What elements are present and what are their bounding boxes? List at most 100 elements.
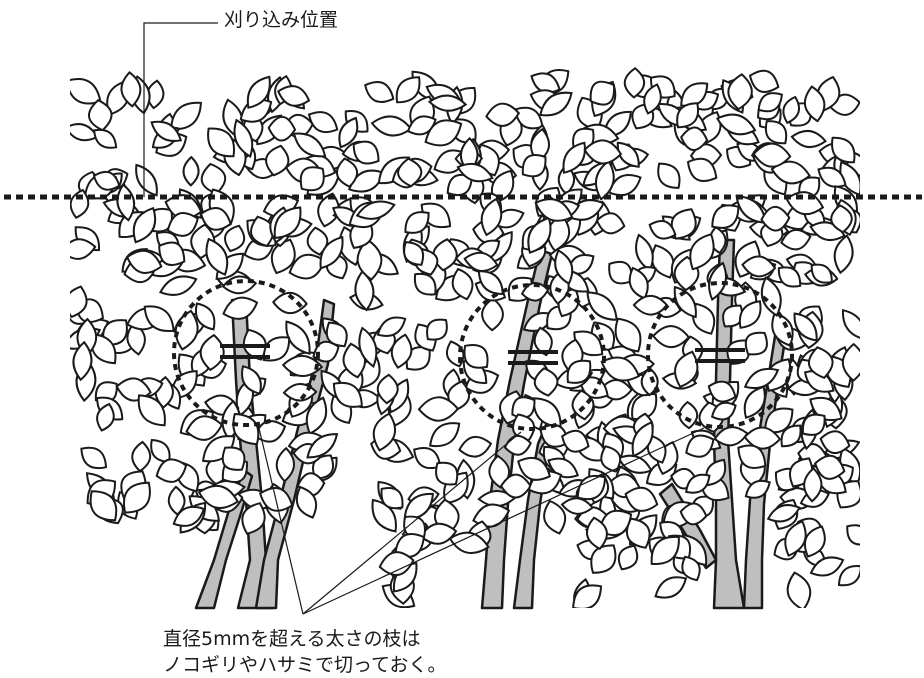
leaf-icon	[199, 333, 225, 372]
leaf-icon	[738, 300, 762, 329]
leaf-icon	[70, 123, 99, 142]
leaf-icon	[685, 473, 711, 494]
leaf-icon	[137, 394, 166, 427]
leaf-icon	[355, 200, 396, 220]
leaf-icon	[232, 412, 260, 446]
cut-mark-right	[695, 348, 745, 363]
leaf-icon	[760, 205, 791, 232]
leaf-icon	[589, 80, 615, 106]
leaf-icon	[676, 102, 700, 129]
leaf-icon	[743, 367, 780, 390]
leaf-icon	[737, 444, 767, 469]
leaf-icon	[686, 157, 718, 182]
leaf-icon	[583, 139, 623, 165]
leaf-icon	[561, 429, 590, 453]
leaf-icon	[801, 413, 826, 436]
leaf-icon	[222, 296, 259, 320]
leaf-icon	[707, 380, 737, 403]
leaf-icon	[352, 140, 380, 165]
leaf-icon	[517, 456, 551, 481]
leaf-icon	[837, 565, 860, 587]
leaf-icon	[451, 267, 474, 301]
leaf-icon	[643, 83, 662, 115]
leaf-icon	[831, 136, 856, 164]
cut-circle-left	[172, 279, 320, 427]
leaf-icon	[744, 331, 768, 356]
leaf-icon	[617, 454, 653, 474]
leaf-icon	[623, 67, 646, 99]
leaf-icon	[777, 266, 802, 288]
branch-note-line-2: ノコギリやハサミで切っておく。	[163, 654, 447, 676]
leaf-icon	[614, 317, 642, 353]
leaf-icon	[841, 342, 860, 382]
leaf-icon	[631, 420, 654, 458]
leaf-icon	[527, 216, 552, 254]
leaf-icon	[413, 446, 442, 470]
leaf-icon	[158, 241, 186, 266]
leaf-icon	[70, 238, 97, 260]
leaf-icon	[241, 365, 262, 395]
leaf-icon	[135, 163, 158, 197]
leaf-icon	[390, 333, 413, 369]
leaf-icon	[358, 326, 378, 368]
leaf-icon	[521, 153, 547, 178]
leaf-icon	[766, 358, 792, 392]
leaf-icon	[143, 305, 175, 332]
leaf-icon	[477, 489, 517, 508]
leaf-icon	[131, 440, 152, 473]
leaf-icon	[70, 188, 90, 219]
leaf-icon	[741, 255, 777, 278]
leaf-icon	[458, 435, 493, 458]
leaf-icon	[195, 302, 216, 331]
leaf-icon	[93, 128, 118, 149]
leaf-icon	[150, 438, 171, 463]
leaf-icon	[448, 531, 490, 555]
leaf-icon	[306, 433, 339, 459]
leaf-icon	[336, 157, 358, 188]
leaf-icon	[485, 102, 521, 127]
leaf-icon	[170, 101, 202, 131]
leaf-icon	[711, 204, 740, 229]
leaf-icon	[770, 160, 811, 185]
leaf-icon	[572, 584, 603, 608]
leaf-icon	[651, 325, 691, 349]
leaf-icon	[744, 479, 771, 499]
leaf-icon	[760, 276, 782, 317]
leaf-icon	[543, 499, 567, 535]
leaf-icon	[295, 485, 317, 519]
leaf-icon	[380, 487, 404, 510]
leaf-icon	[435, 461, 459, 486]
leaf-icon	[670, 208, 697, 240]
leaf-icon	[586, 516, 608, 551]
leaf-icon	[348, 169, 385, 193]
leaf-icon	[155, 458, 188, 483]
leaf-icon	[120, 71, 142, 108]
leaf-icon	[174, 309, 199, 351]
leaf-icon	[332, 381, 363, 408]
leaf-icon	[708, 261, 727, 302]
leaf-icon	[632, 294, 669, 316]
leaf-icon	[354, 270, 375, 312]
leaf-icon	[752, 142, 792, 168]
leaf-icon	[533, 326, 553, 357]
leaf-icon	[370, 115, 413, 137]
leaf-icon	[406, 115, 437, 136]
leaf-icon	[372, 412, 397, 452]
leaf-icon	[92, 170, 121, 191]
leaf-icon	[780, 424, 802, 448]
leaf-icon	[560, 497, 594, 515]
leaf-icon	[319, 235, 344, 270]
leaf-icon	[463, 344, 489, 369]
leaf-icon	[648, 220, 677, 240]
leaf-icon	[716, 113, 757, 136]
leaf-icon	[102, 319, 128, 346]
leaf-icon	[674, 350, 699, 389]
leaf-icon	[292, 132, 327, 158]
leaf-icon	[273, 206, 302, 240]
branch-note-line-1: 直径5mmを超える太さの枝は	[163, 628, 421, 650]
leaf-icon	[562, 141, 586, 174]
leaf-icon	[600, 356, 641, 382]
leaf-icon	[312, 454, 335, 480]
leaf-icon	[839, 160, 860, 196]
leaf-icon	[511, 396, 536, 419]
